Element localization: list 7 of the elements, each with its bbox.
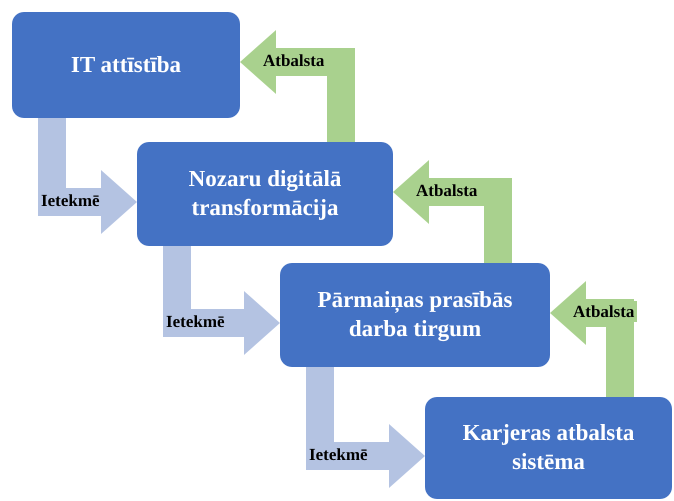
- process-box: Nozaru digitālā transformācija: [137, 142, 393, 246]
- process-box: Pārmaiņas prasībās darba tirgum: [280, 263, 550, 367]
- process-box: IT attīstība: [12, 12, 240, 118]
- edge-label: Atbalsta: [570, 301, 638, 322]
- process-box: Karjeras atbalsta sistēma: [425, 397, 672, 499]
- bent-arrow: [163, 246, 280, 355]
- bent-arrow: [393, 160, 512, 263]
